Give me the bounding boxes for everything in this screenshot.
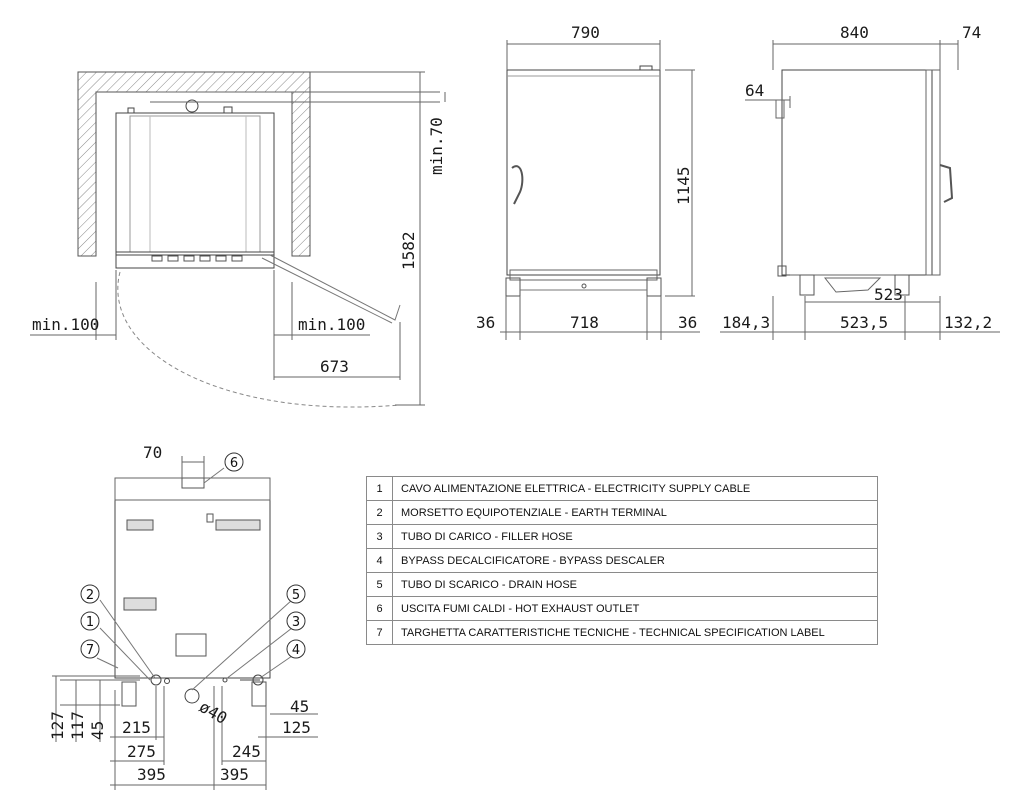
dim-foot-span: 718 [570,313,599,332]
callout-2: 2 [86,588,94,603]
dim-height: 1145 [674,166,693,205]
dim-left-foot: 36 [476,313,495,332]
dim-h-45-right: 45 [290,697,309,716]
dim-min-left: min.100 [32,315,99,334]
legend-num: 1 [366,476,393,501]
dim-min-right: min.100 [298,315,365,334]
legend-num: 3 [366,524,393,549]
dim-front-overhang: 132,2 [944,313,992,332]
dim-x-395-right: 395 [220,765,249,784]
dim-drain-diameter: ø40 [196,697,231,728]
legend-text: CAVO ALIMENTAZIONE ELETTRICA - ELECTRICI… [392,476,878,501]
front-view-labels: 790 1145 36 718 36 [476,23,697,332]
dim-x-395-left: 395 [137,765,166,784]
top-view-labels: min.100 min.100 min.70 1582 673 [32,117,446,376]
callout-6: 6 [230,456,238,471]
callout-3: 3 [292,615,300,630]
callout-1: 1 [86,615,94,630]
dim-x-125: 125 [282,718,311,737]
dim-door-swing: 673 [320,357,349,376]
dim-h-127: 127 [48,711,67,740]
legend-num: 2 [366,500,393,525]
legend-num: 4 [366,548,393,573]
side-view [720,40,1000,340]
door-swing-arc [117,271,401,408]
top-view [30,71,446,408]
callout-7: 7 [86,643,94,658]
dim-base-length: 523 [874,285,903,304]
legend-num: 7 [366,620,393,645]
legend-num: 5 [366,572,393,597]
callout-5: 5 [292,588,300,603]
legend-text: TARGHETTA CARATTERISTICHE TECNICHE - TEC… [392,620,878,645]
dim-x-245: 245 [232,742,261,761]
dim-right-foot: 36 [678,313,697,332]
dim-x-275: 275 [127,742,156,761]
dim-top-offset: 64 [745,81,764,100]
dim-depth: 840 [840,23,869,42]
wall-hatch [77,71,311,257]
dim-h-117: 117 [68,711,87,740]
rear-view [52,456,318,790]
legend-text: MORSETTO EQUIPOTENZIALE - EARTH TERMINAL [392,500,878,525]
dim-back-foot: 184,3 [722,313,770,332]
legend-text: TUBO DI SCARICO - DRAIN HOSE [392,572,878,597]
legend-text: USCITA FUMI CALDI - HOT EXHAUST OUTLET [392,596,878,621]
front-view [500,40,700,340]
callout-markers [80,452,306,659]
legend-text: BYPASS DECALCIFICATORE - BYPASS DESCALER [392,548,878,573]
callout-numbers: 6 2 1 7 5 3 4 [86,456,300,658]
side-view-labels: 840 74 64 523 184,3 523,5 132,2 [722,23,992,332]
dim-x-215: 215 [122,718,151,737]
dim-width: 790 [571,23,600,42]
legend-num: 6 [366,596,393,621]
dim-depth-open: 1582 [399,231,418,270]
callout-4: 4 [292,643,300,658]
dim-h-45-left: 45 [88,721,107,740]
dim-exhaust-width: 70 [143,443,162,462]
dim-foot-span-side: 523,5 [840,313,888,332]
dim-handle-offset: 74 [962,23,981,42]
legend-text: TUBO DI CARICO - FILLER HOSE [392,524,878,549]
dim-min-top: min.70 [427,117,446,175]
